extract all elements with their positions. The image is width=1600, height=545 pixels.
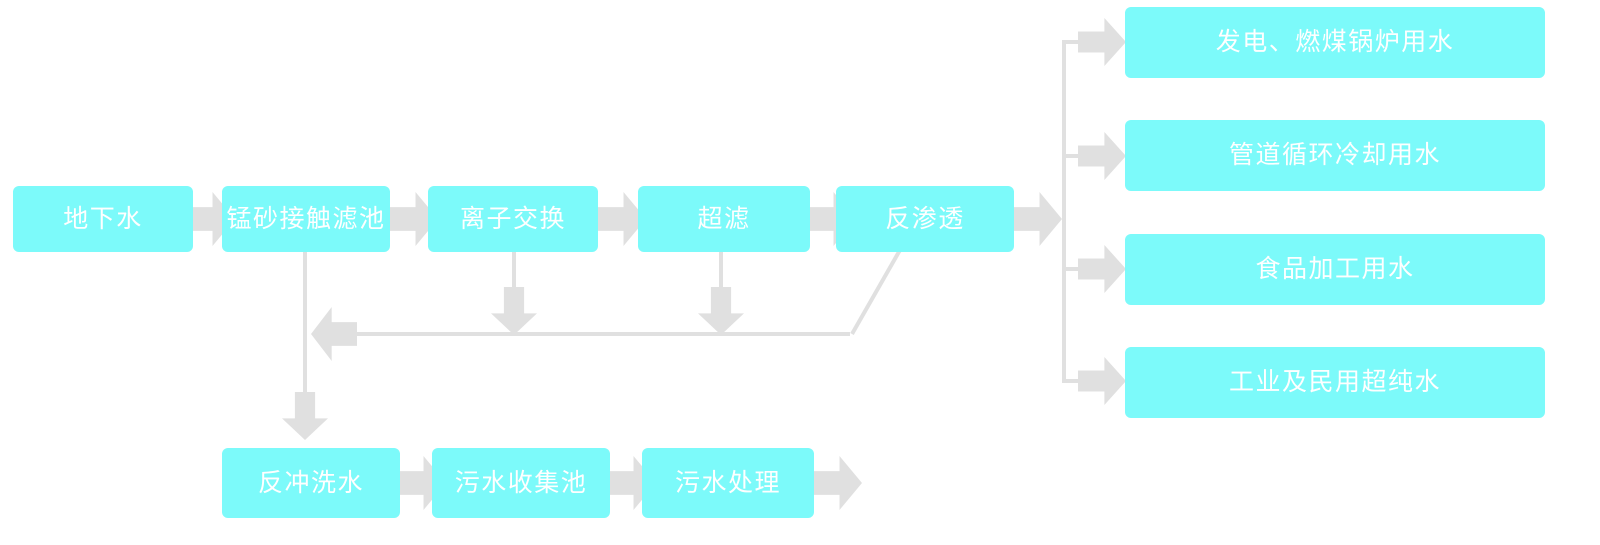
node-food-processing-water[interactable]: 食品加工用水	[1125, 234, 1545, 305]
node-ultrafiltration[interactable]: 超滤	[638, 186, 810, 252]
node-sewage-collection-tank[interactable]: 污水收集池	[432, 448, 610, 518]
output-branch-spine	[1062, 42, 1066, 383]
node-label: 反冲洗水	[257, 468, 364, 497]
node-label: 锰砂接触滤池	[226, 204, 386, 233]
node-manganese-sand-contact-filter[interactable]: 锰砂接触滤池	[222, 186, 390, 252]
recycle-horizontal-line	[340, 332, 850, 336]
node-label: 污水收集池	[454, 468, 588, 497]
node-reverse-osmosis[interactable]: 反渗透	[836, 186, 1014, 252]
node-label: 污水处理	[674, 468, 781, 497]
node-label: 离子交换	[459, 204, 566, 233]
node-pipeline-circulating-cooling-water[interactable]: 管道循环冷却用水	[1125, 120, 1545, 191]
ultrafiltration-down-line	[719, 250, 723, 295]
node-power-coal-boiler-water[interactable]: 发电、燃煤锅炉用水	[1125, 7, 1545, 78]
node-label: 反渗透	[885, 204, 965, 233]
node-groundwater[interactable]: 地下水	[13, 186, 193, 252]
node-label: 地下水	[63, 204, 143, 233]
node-label: 超滤	[697, 204, 751, 233]
node-label: 管道循环冷却用水	[1228, 141, 1441, 169]
node-label: 食品加工用水	[1255, 255, 1415, 283]
node-ion-exchange[interactable]: 离子交换	[428, 186, 598, 252]
node-sewage-treatment[interactable]: 污水处理	[642, 448, 814, 518]
ion-exchange-down-line	[512, 250, 516, 295]
node-label: 工业及民用超纯水	[1228, 368, 1441, 396]
manganese-filter-down-line	[303, 250, 307, 400]
node-backwash-water[interactable]: 反冲洗水	[222, 448, 400, 518]
node-label: 发电、燃煤锅炉用水	[1215, 28, 1455, 56]
node-industrial-domestic-ultrapure-water[interactable]: 工业及民用超纯水	[1125, 347, 1545, 418]
